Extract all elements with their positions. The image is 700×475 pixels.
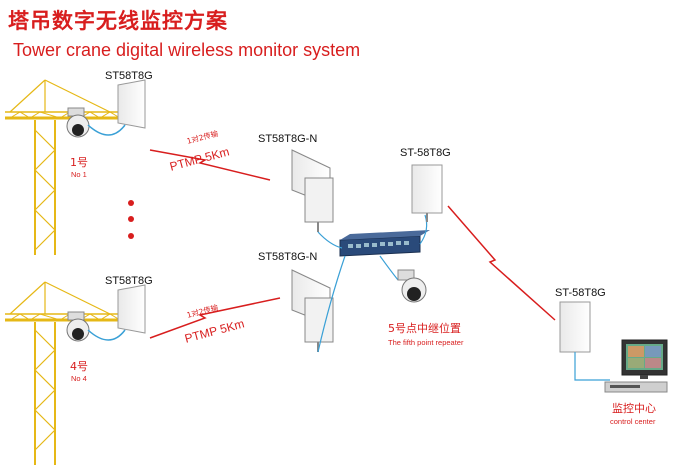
tower-crane-4 — [5, 281, 130, 465]
title-chinese: 塔吊数字无线监控方案 — [8, 9, 228, 33]
crane-1-number-cn: 1号 — [70, 156, 88, 169]
repeater-bottom-label: ST58T8G-N — [258, 251, 318, 263]
control-center-antenna-label: ST-58T8G — [555, 287, 606, 299]
cable-crane-1 — [87, 124, 126, 136]
tower-crane-1 — [5, 79, 130, 255]
ptz-camera-4-icon — [66, 311, 90, 342]
repeater-bottom-antenna-icon — [291, 269, 334, 352]
wireless-link-top — [149, 149, 271, 181]
crane-4-number-en: No 4 — [71, 374, 87, 383]
control-center-label-en: control center — [610, 417, 656, 426]
cable-crane-4 — [87, 329, 126, 341]
repeater-right-antenna-icon — [411, 164, 443, 222]
panel-antenna-crane-4-icon — [117, 284, 146, 334]
crane-1-number-en: No 1 — [71, 170, 87, 179]
nvr-server-icon — [604, 381, 668, 393]
control-center-antenna-icon — [559, 301, 591, 353]
title-english: Tower crane digital wireless monitor sys… — [13, 40, 361, 60]
fifth-point-label-cn: 5号点中继位置 — [388, 322, 461, 335]
crane-4-number-cn: 4号 — [70, 360, 88, 373]
control-center-label-cn: 监控中心 — [612, 402, 656, 415]
repeater-top-antenna-icon — [291, 149, 334, 232]
cable-control-center — [574, 352, 610, 381]
wireless-link-bottom — [149, 297, 281, 339]
ethernet-cables — [317, 214, 428, 353]
repeater-right-label: ST-58T8G — [400, 147, 451, 159]
wireless-link-center — [447, 205, 556, 321]
fifth-point-label-en: The fifth point repeater — [388, 338, 464, 347]
network-switch-icon — [339, 230, 430, 257]
crane-4-device-label: ST58T8G — [105, 275, 153, 287]
repeater-top-label: ST58T8G-N — [258, 133, 318, 145]
ellipsis-dots — [128, 200, 134, 239]
panel-antenna-crane-1-icon — [117, 79, 146, 129]
monitor-icon — [621, 339, 668, 379]
crane-1-device-label: ST58T8G — [105, 70, 153, 82]
fifth-point-camera-icon — [397, 269, 427, 303]
